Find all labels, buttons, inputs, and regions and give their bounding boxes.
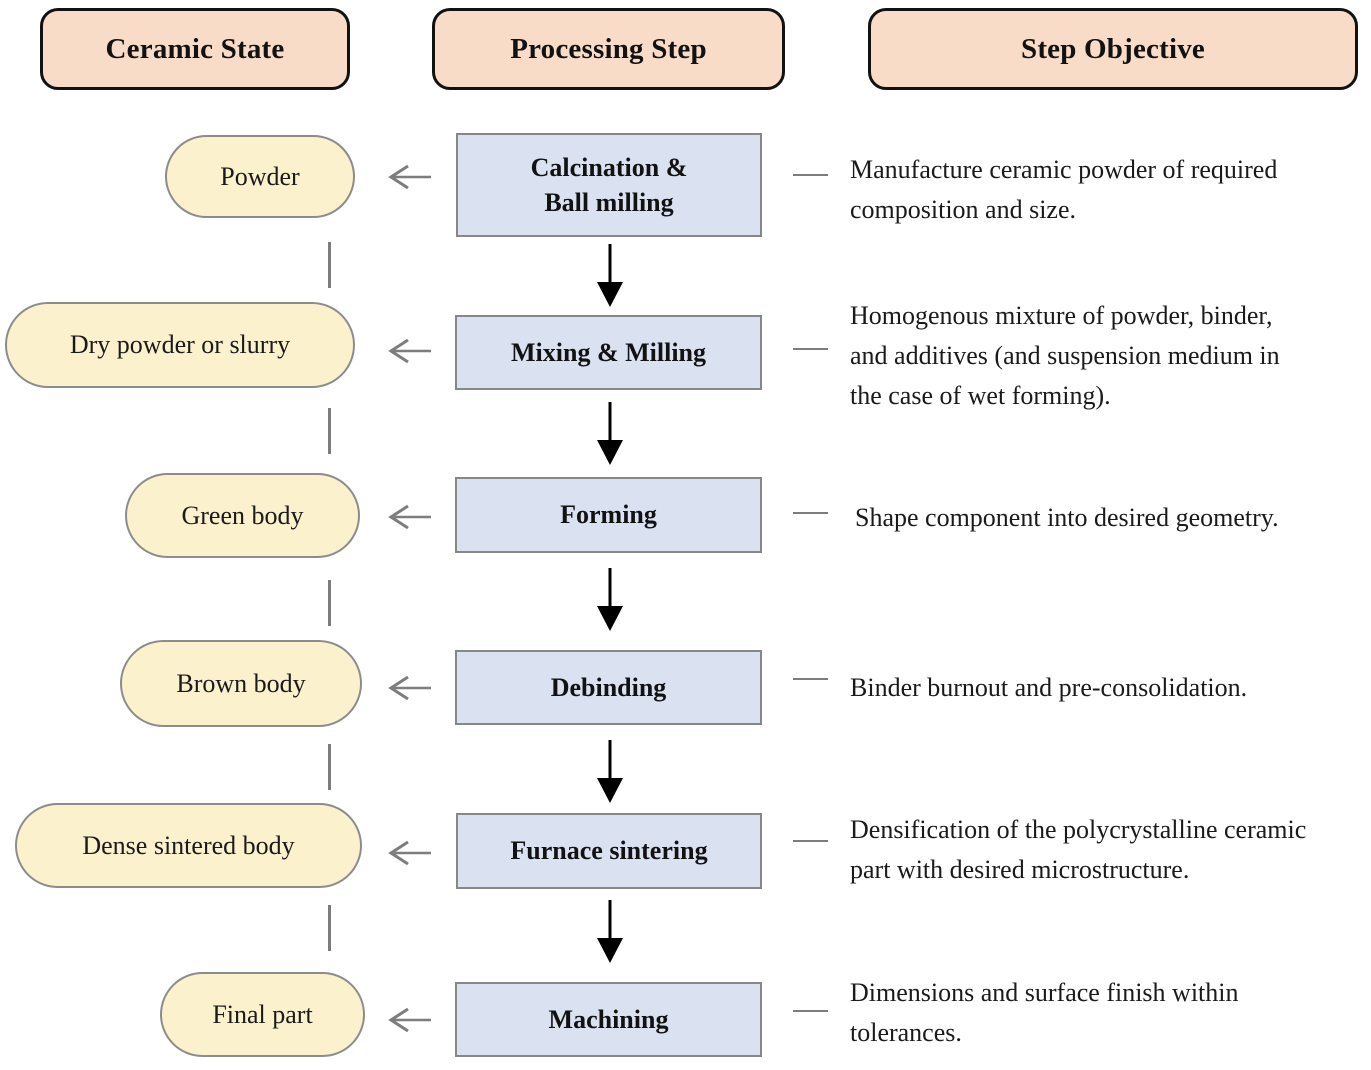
down-arrow-icon: [597, 244, 623, 307]
state-pill-dry-powder-or-slurry: Dry powder or slurry: [5, 302, 355, 388]
state-pill-powder: Powder: [165, 135, 355, 218]
objective-text-debinding: Binder burnout and pre-consolidation.: [850, 673, 1248, 702]
step-box-calcination-ball-milling: Calcination & Ball milling: [456, 133, 762, 237]
objective-text-forming: Shape component into desired geometry.: [855, 503, 1279, 532]
objective-connector-dash: [793, 678, 828, 680]
column-header-step-objective: Step Objective: [868, 8, 1358, 90]
down-arrow-icon: [597, 402, 623, 465]
step-box-machining: Machining: [455, 982, 762, 1057]
state-connector-line: [328, 408, 331, 454]
down-arrow-icon: [597, 900, 623, 963]
left-arrow-icon: [388, 1007, 431, 1033]
step-box-furnace-sintering: Furnace sintering: [456, 813, 762, 889]
left-arrow-icon: [388, 675, 431, 701]
state-connector-line: [328, 905, 331, 951]
left-arrow-icon: [388, 338, 431, 364]
objective-text-calcination: Manufacture ceramic powder of required c…: [850, 155, 1278, 224]
state-pill-green-body: Green body: [125, 473, 360, 558]
objective-text-mixing: Homogenous mixture of powder, binder, an…: [850, 301, 1280, 410]
column-header-ceramic-state: Ceramic State: [40, 8, 350, 90]
down-arrow-icon: [597, 740, 623, 803]
step-box-forming: Forming: [455, 477, 762, 553]
step-box-debinding: Debinding: [455, 650, 762, 725]
objective-connector-dash: [793, 512, 828, 514]
state-pill-brown-body: Brown body: [120, 640, 362, 727]
objective-connector-dash: [793, 1010, 828, 1012]
objective-connector-dash: [793, 174, 828, 176]
objective-text-machining: Dimensions and surface finish within tol…: [850, 978, 1239, 1047]
step-box-mixing-milling: Mixing & Milling: [455, 315, 762, 390]
state-connector-line: [328, 242, 331, 288]
left-arrow-icon: [388, 840, 431, 866]
objective-connector-dash: [793, 840, 828, 842]
down-arrow-icon: [597, 568, 623, 631]
state-pill-final-part: Final part: [160, 972, 365, 1057]
left-arrow-icon: [388, 164, 431, 190]
left-arrow-icon: [388, 504, 431, 530]
objective-text-sintering: Densification of the polycrystalline cer…: [850, 815, 1307, 884]
state-connector-line: [328, 744, 331, 790]
objective-connector-dash: [793, 348, 828, 350]
column-header-processing-step: Processing Step: [432, 8, 785, 90]
state-connector-line: [328, 580, 331, 626]
state-pill-dense-sintered-body: Dense sintered body: [15, 803, 362, 888]
